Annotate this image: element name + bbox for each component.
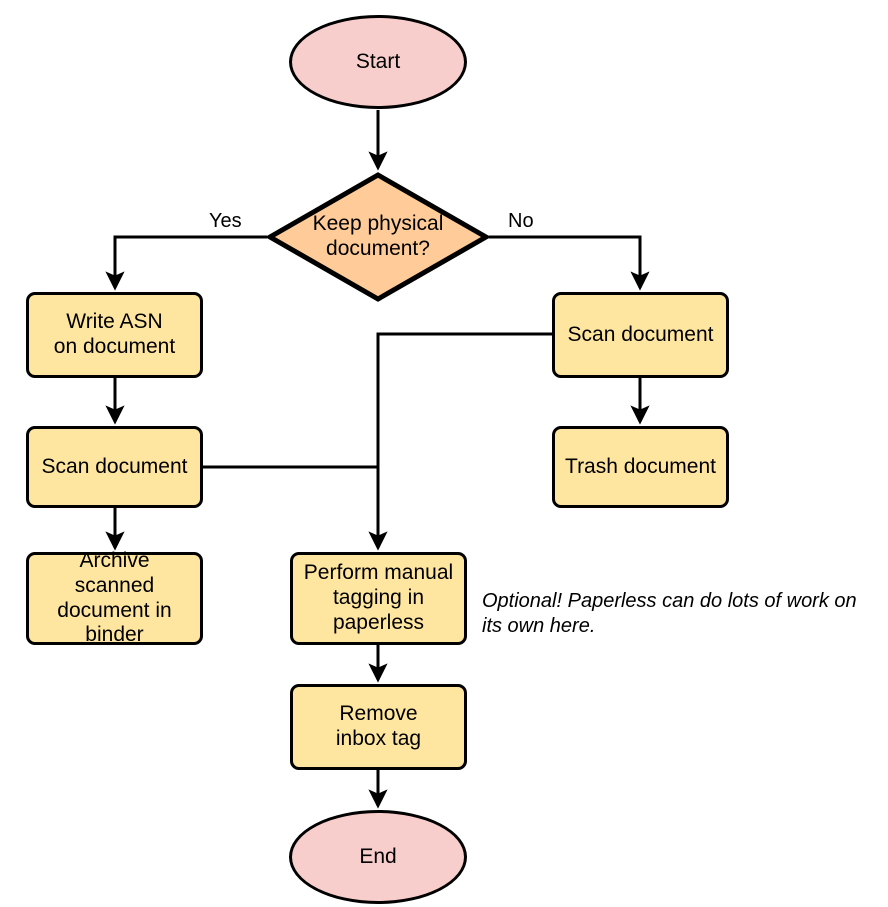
edge-decision-yes-to-write-asn: [105, 235, 267, 291]
node-scan-document-left[interactable]: Scan document: [26, 426, 203, 508]
node-archive-label: Archive scanned document in binder: [57, 548, 172, 647]
node-decision-label: Keep physical document?: [312, 212, 444, 260]
node-write-asn-on-document[interactable]: Write ASN on document: [26, 292, 203, 378]
node-scan-document-right[interactable]: Scan document: [552, 292, 729, 378]
node-scan-document-right-label: Scan document: [567, 322, 714, 346]
node-start[interactable]: Start: [289, 15, 467, 109]
node-remove-inbox-label: Remove inbox tag: [335, 702, 422, 750]
node-remove-inbox-tag[interactable]: Remove inbox tag: [290, 684, 467, 770]
edge-scan-right-to-tagging: [368, 332, 552, 551]
node-write-asn-label: Write ASN on document: [53, 310, 176, 358]
node-trash-document[interactable]: Trash document: [552, 426, 729, 508]
node-perform-manual-tagging[interactable]: Perform manual tagging in paperless: [290, 552, 467, 645]
edge-decision-no-to-scan-right: [489, 235, 650, 291]
edge-label-no: No: [508, 210, 534, 232]
node-scan-document-left-label: Scan document: [41, 454, 188, 478]
edge-label-yes: Yes: [209, 210, 242, 232]
node-end-label: End: [359, 844, 397, 868]
node-start-label: Start: [355, 49, 401, 73]
node-trash-document-label: Trash document: [565, 454, 716, 478]
node-archive-scanned-document[interactable]: Archive scanned document in binder: [26, 548, 203, 647]
annotation-optional-note: Optional! Paperless can do lots of work …: [482, 590, 857, 637]
diamond-shape: [267, 172, 489, 302]
node-tagging-label: Perform manual tagging in paperless: [303, 561, 454, 634]
node-decision-keep-physical-document[interactable]: Keep physical document?: [267, 172, 489, 302]
node-end[interactable]: End: [289, 810, 467, 904]
